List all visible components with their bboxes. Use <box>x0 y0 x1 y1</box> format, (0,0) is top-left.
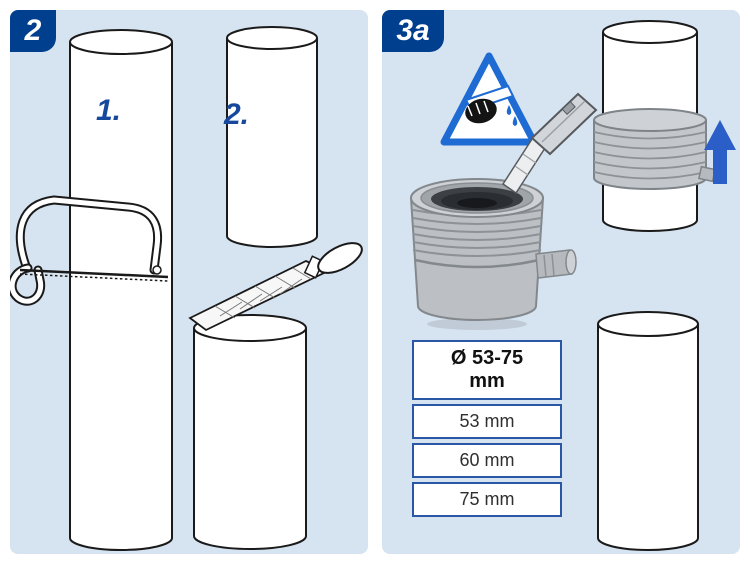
cut-hazard-warning-icon <box>440 52 538 146</box>
panel-step-3a: 3a <box>382 10 740 554</box>
pipe-with-sleeve <box>593 20 716 232</box>
rasp-icon <box>188 242 363 332</box>
size-table: Ø 53-75 mm 53 mm 60 mm 75 mm <box>412 340 562 521</box>
size-table-row: 60 mm <box>412 443 562 478</box>
size-table-row: 75 mm <box>412 482 562 517</box>
size-table-header-line2: mm <box>469 370 505 392</box>
cut-pipe-graphic <box>193 314 307 550</box>
downpipe-graphic <box>69 29 173 551</box>
step-2-badge: 2 <box>10 10 56 52</box>
step-3a-badge: 3a <box>382 10 444 52</box>
up-arrow-icon <box>704 120 736 184</box>
size-table-header-line1: Ø 53-75 <box>450 347 524 369</box>
pipe-2-label: 2. <box>224 98 250 131</box>
hacksaw-icon <box>10 195 169 306</box>
step-3a-diagram <box>409 20 736 551</box>
step-2-diagram <box>10 26 363 551</box>
size-table-row: 53 mm <box>412 404 562 439</box>
rubber-sleeve <box>593 108 716 190</box>
pipe-1-label: 1. <box>96 94 122 127</box>
drain-funnel-fitting <box>409 178 577 330</box>
bottom-pipe-graphic <box>597 311 699 551</box>
utility-knife-icon <box>501 92 598 195</box>
panel-step-2: 2 1. 2. <box>10 10 368 554</box>
pipe-2-graphic <box>226 26 318 248</box>
size-table-header: Ø 53-75 mm <box>412 340 562 400</box>
